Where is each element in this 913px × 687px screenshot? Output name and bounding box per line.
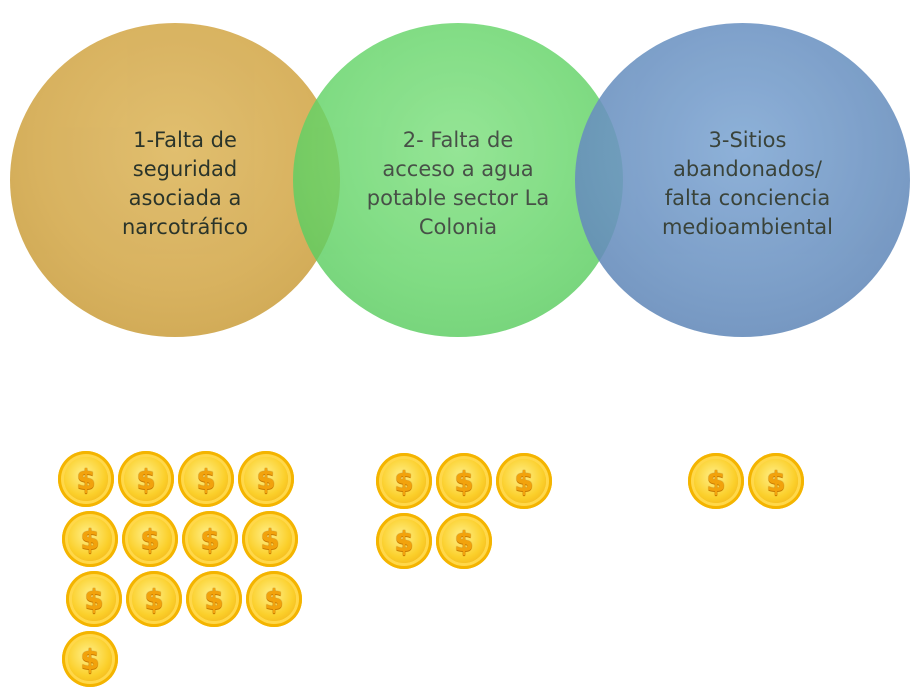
circle-label-3: 3-Sitios abandonados/ falta conciencia m… (661, 128, 834, 239)
dollar-coin-icon: $ (246, 571, 302, 627)
dollar-sign: $ (80, 522, 100, 556)
dollar-sign: $ (264, 582, 284, 616)
dollar-sign: $ (196, 462, 216, 496)
dollar-sign: $ (76, 462, 96, 496)
dollar-sign: $ (766, 464, 786, 498)
dollar-coin-icon: $ (376, 453, 432, 509)
circle-problem-3: 3-Sitios abandonados/ falta conciencia m… (575, 23, 910, 337)
dollar-sign: $ (394, 524, 414, 558)
dollar-sign: $ (140, 522, 160, 556)
dollar-coin-icon: $ (178, 451, 234, 507)
dollar-sign: $ (136, 462, 156, 496)
coin-group-problem-1: $ $ $ $ $ $ $ $ $ $ $ $ $ (55, 448, 303, 687)
dollar-coin-icon: $ (238, 451, 294, 507)
dollar-coin-icon: $ (496, 453, 552, 509)
dollar-sign: $ (454, 464, 474, 498)
dollar-coin-icon: $ (748, 453, 804, 509)
dollar-coin-icon: $ (62, 631, 118, 687)
dollar-coin-icon: $ (436, 453, 492, 509)
dollar-sign: $ (454, 524, 474, 558)
dollar-coin-icon: $ (436, 513, 492, 569)
circle-label-1: 1-Falta de seguridad asociada a narcotrá… (121, 128, 249, 239)
dollar-coin-icon: $ (118, 451, 174, 507)
dollar-coin-icon: $ (126, 571, 182, 627)
coin-group-problem-2: $ $ $ $ $ (373, 450, 561, 572)
dollar-coin-icon: $ (58, 451, 114, 507)
dollar-sign: $ (394, 464, 414, 498)
dollar-sign: $ (200, 522, 220, 556)
dollar-coin-icon: $ (186, 571, 242, 627)
dollar-coin-icon: $ (66, 571, 122, 627)
dollar-sign: $ (514, 464, 534, 498)
dollar-coin-icon: $ (122, 511, 178, 567)
dollar-sign: $ (256, 462, 276, 496)
dollar-sign: $ (706, 464, 726, 498)
coin-group-problem-3: $$ (685, 450, 807, 512)
dollar-coin-icon: $ (62, 511, 118, 567)
circle-problem-2: 2- Falta de acceso a agua potable sector… (293, 23, 623, 337)
dollar-sign: $ (80, 642, 100, 676)
dollar-coin-icon: $ (688, 453, 744, 509)
circle-label-2: 2- Falta de acceso a agua potable sector… (366, 128, 550, 239)
dollar-sign: $ (204, 582, 224, 616)
dollar-coin-icon: $ (182, 511, 238, 567)
dollar-sign: $ (144, 582, 164, 616)
dollar-coin-icon: $ (376, 513, 432, 569)
dollar-sign: $ (84, 582, 104, 616)
dollar-sign: $ (260, 522, 280, 556)
circle-problem-1: 1-Falta de seguridad asociada a narcotrá… (10, 23, 340, 337)
dollar-coin-icon: $ (242, 511, 298, 567)
